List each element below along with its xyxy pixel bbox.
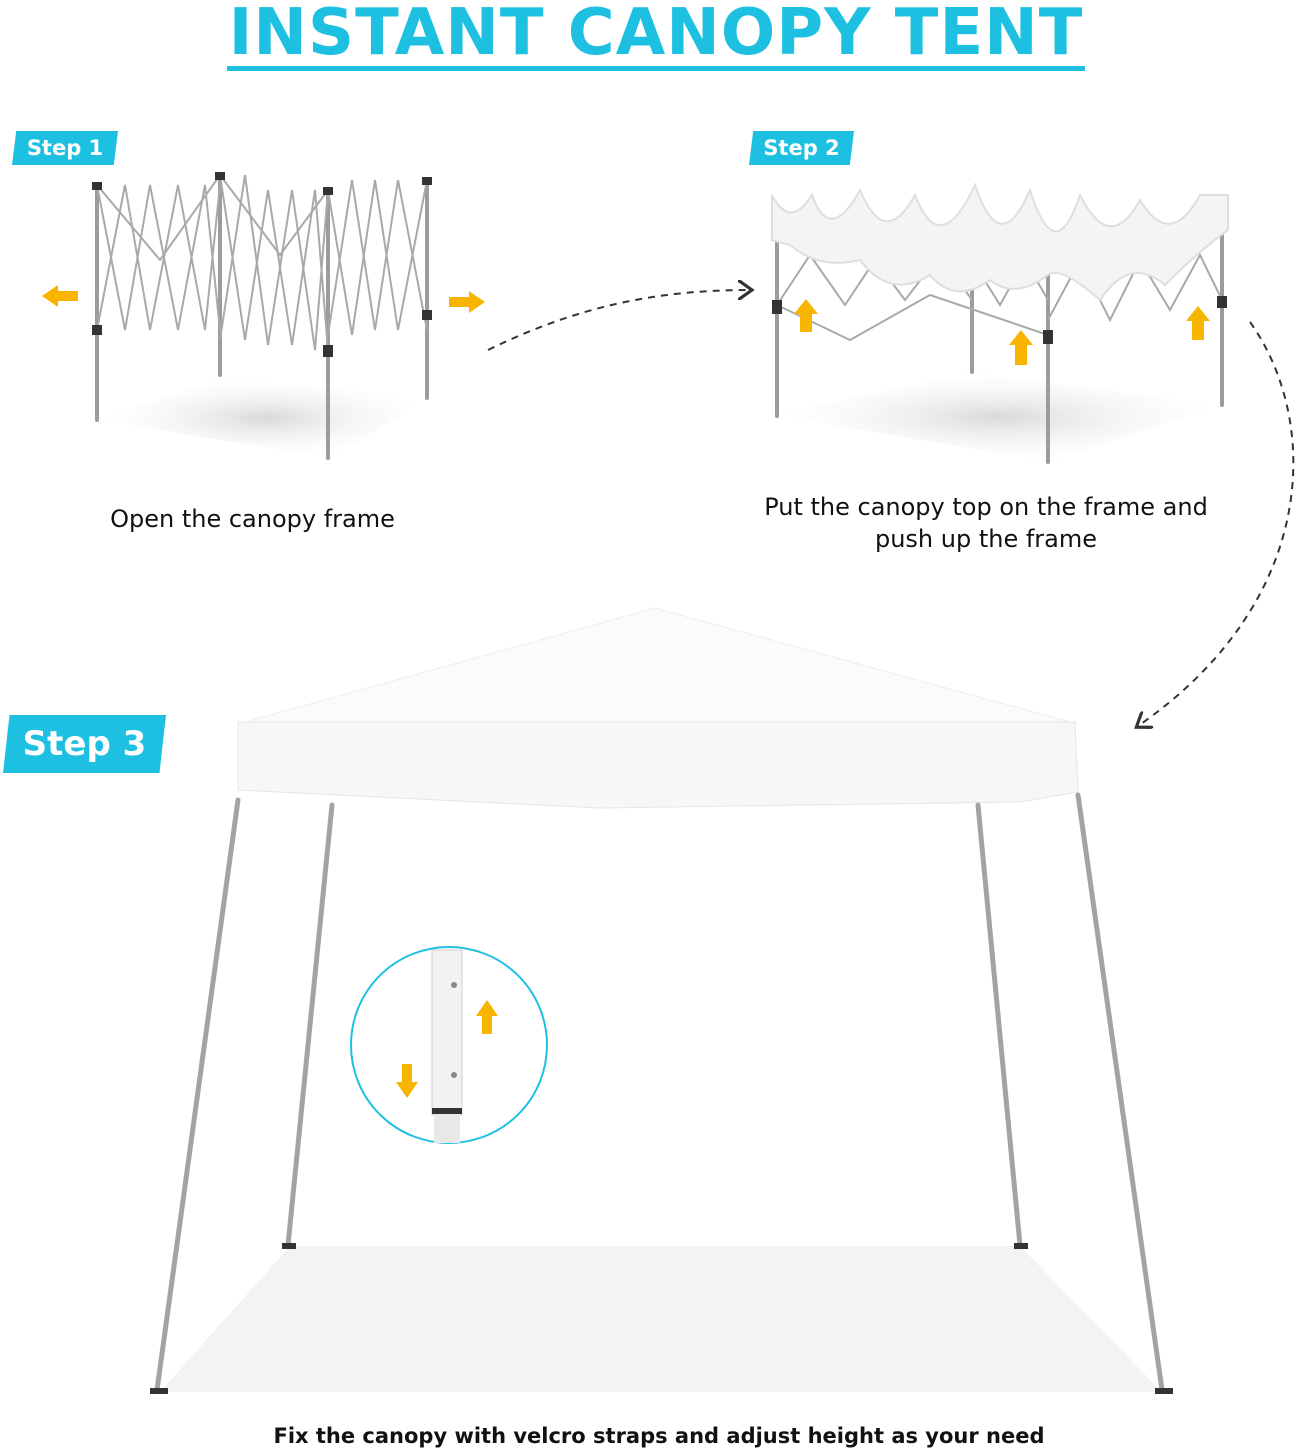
arrow-up-icon	[476, 1000, 498, 1034]
arrow-down-icon	[396, 1064, 418, 1098]
step3-badge: Step 3	[3, 715, 166, 773]
page-title: INSTANT CANOPY TENT	[226, 0, 1086, 71]
arrow-left-icon	[42, 285, 78, 307]
step2-caption: Put the canopy top on the frame and push…	[720, 491, 1252, 555]
dashed-curved-arrow-icon	[1138, 321, 1295, 726]
step3-caption: Fix the canopy with velcro straps and ad…	[273, 1424, 1045, 1448]
step1-caption: Open the canopy frame	[110, 505, 395, 533]
step2-caption-line1: Put the canopy top on the frame and	[764, 493, 1208, 521]
step3-tent-image	[150, 607, 1173, 1394]
page-title-wrap: INSTANT CANOPY TENT	[0, 0, 1312, 71]
arrow-up-icon	[794, 299, 1210, 365]
arrow-right-icon	[449, 291, 485, 313]
dashed-curved-arrow-icon	[487, 290, 750, 351]
step1-badge: Step 1	[12, 131, 118, 165]
step2-caption-line2: push up the frame	[874, 525, 1098, 553]
height-adjust-detail	[350, 946, 548, 1144]
step2-badge: Step 2	[749, 131, 854, 165]
step1-frame-image	[42, 172, 485, 460]
step2-frame-image	[771, 182, 1229, 464]
